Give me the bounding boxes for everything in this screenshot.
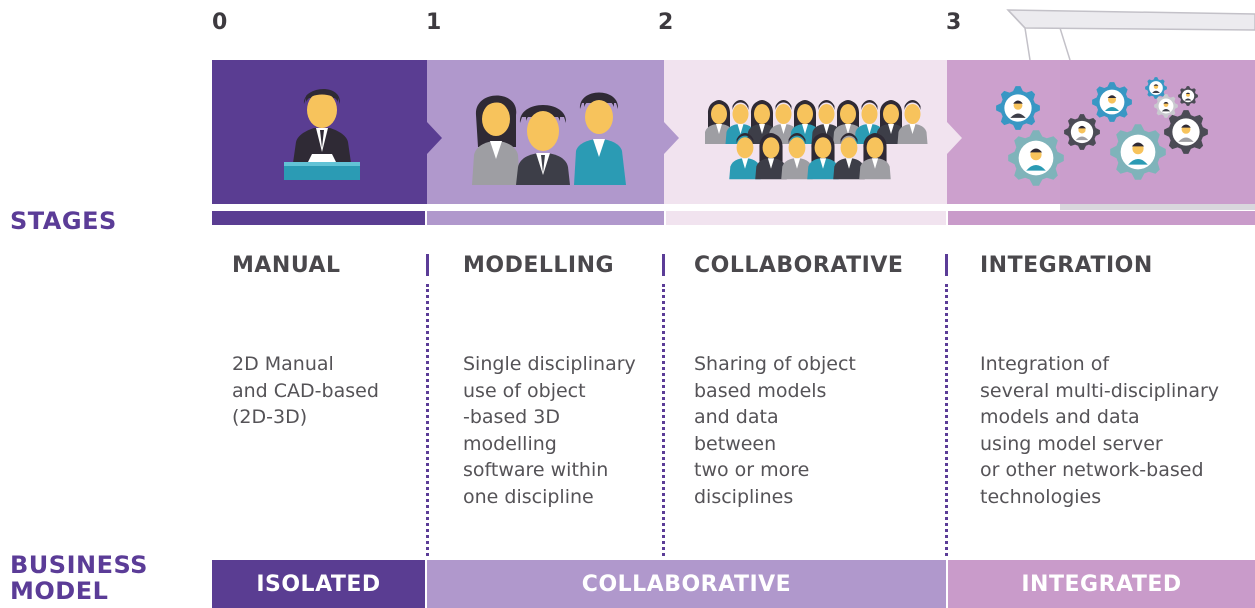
gear-icon — [1154, 94, 1178, 118]
person-icon — [781, 133, 813, 180]
description-line: one discipline — [463, 485, 594, 508]
description-line: Sharing of object — [694, 353, 856, 375]
stage-strip-1 — [427, 211, 664, 225]
description-line: Single disciplinary — [463, 353, 636, 375]
description-line: and data — [694, 406, 779, 429]
gear-icon — [1145, 77, 1167, 99]
team-of-three-icon — [472, 92, 626, 185]
description-line: two or more — [694, 459, 810, 482]
divider-solid — [426, 254, 429, 276]
description-line: and CAD-based — [232, 379, 379, 402]
business-model-isolated: ISOLATED — [212, 560, 425, 608]
stage-description-manual: 2D Manual and CAD-based (2D-3D) — [232, 351, 379, 431]
description-line: use of object — [463, 379, 586, 402]
chevron-arrows — [427, 122, 962, 154]
person-icon — [729, 133, 761, 180]
gear-icon — [996, 86, 1040, 130]
description-line: software within — [463, 459, 609, 482]
group-of-people-icon — [705, 100, 928, 180]
description-line: 2D Manual — [232, 353, 334, 375]
gear-icon — [1092, 82, 1132, 122]
stage-title-integration: INTEGRATION — [980, 253, 1153, 278]
stage-strip-3 — [948, 211, 1255, 225]
chevron-right-icon — [427, 122, 442, 154]
stage-number-2: 2 — [658, 10, 674, 35]
stage-title-modelling: MODELLING — [463, 253, 615, 278]
business-model-row-label: BUSINESS MODEL — [10, 552, 148, 604]
person-icon — [833, 100, 863, 144]
stage-description-modelling: Single disciplinary use of object -based… — [463, 351, 636, 511]
stage-number-3: 3 — [946, 10, 962, 35]
stage-number-1: 1 — [426, 10, 442, 35]
chevron-right-icon — [947, 122, 962, 154]
chevron-right-icon — [664, 122, 679, 154]
business-model-integrated: INTEGRATED — [948, 560, 1255, 608]
divider-dotted — [662, 284, 665, 556]
business-model-collaborative: COLLABORATIVE — [427, 560, 946, 608]
stage-title-collaborative: COLLABORATIVE — [694, 253, 904, 278]
person-icon — [897, 100, 928, 144]
person-icon — [807, 133, 839, 180]
divider-solid — [662, 254, 665, 276]
divider-dotted — [945, 284, 948, 556]
description-line: (2D-3D) — [232, 406, 308, 429]
description-line: modelling — [463, 432, 557, 455]
business-model-label-line1: BUSINESS — [10, 551, 148, 579]
stages-row-label: STAGES — [10, 207, 117, 235]
description-line: -based 3D — [463, 406, 560, 429]
gear-icon — [1178, 86, 1198, 106]
divider-dotted — [426, 284, 429, 556]
description-line: Integration of — [980, 353, 1110, 375]
gear-icon — [1164, 110, 1208, 154]
stage-description-integration: Integration of several multi-disciplinar… — [980, 351, 1219, 511]
person-icon — [790, 100, 820, 144]
business-model-label-line2: MODEL — [10, 577, 109, 605]
description-line: based models — [694, 379, 827, 402]
gear-network-icon — [996, 77, 1208, 186]
person-at-desk-icon — [284, 88, 360, 180]
stage-number-0: 0 — [212, 10, 228, 35]
gear-icon — [1064, 114, 1100, 150]
stage-description-collaborative: Sharing of object based models and data … — [694, 351, 856, 511]
person-icon — [854, 100, 885, 144]
person-icon — [859, 133, 891, 180]
description-line: between — [694, 432, 777, 455]
description-line: technologies — [980, 485, 1102, 508]
person-icon — [705, 100, 734, 144]
divider-solid — [945, 254, 948, 276]
description-line: using model server — [980, 432, 1163, 455]
stage-strip-0 — [212, 211, 425, 225]
description-line: several multi-disciplinary — [980, 379, 1220, 402]
description-line: disciplines — [694, 485, 794, 508]
person-icon — [755, 133, 787, 180]
description-line: or other network-based — [980, 459, 1204, 482]
person-icon — [833, 133, 865, 180]
gear-icon — [1008, 130, 1064, 186]
stage-strip-2 — [666, 211, 946, 225]
gear-icon — [1110, 124, 1166, 180]
stage-title-manual: MANUAL — [232, 253, 341, 278]
description-line: models and data — [980, 406, 1140, 429]
